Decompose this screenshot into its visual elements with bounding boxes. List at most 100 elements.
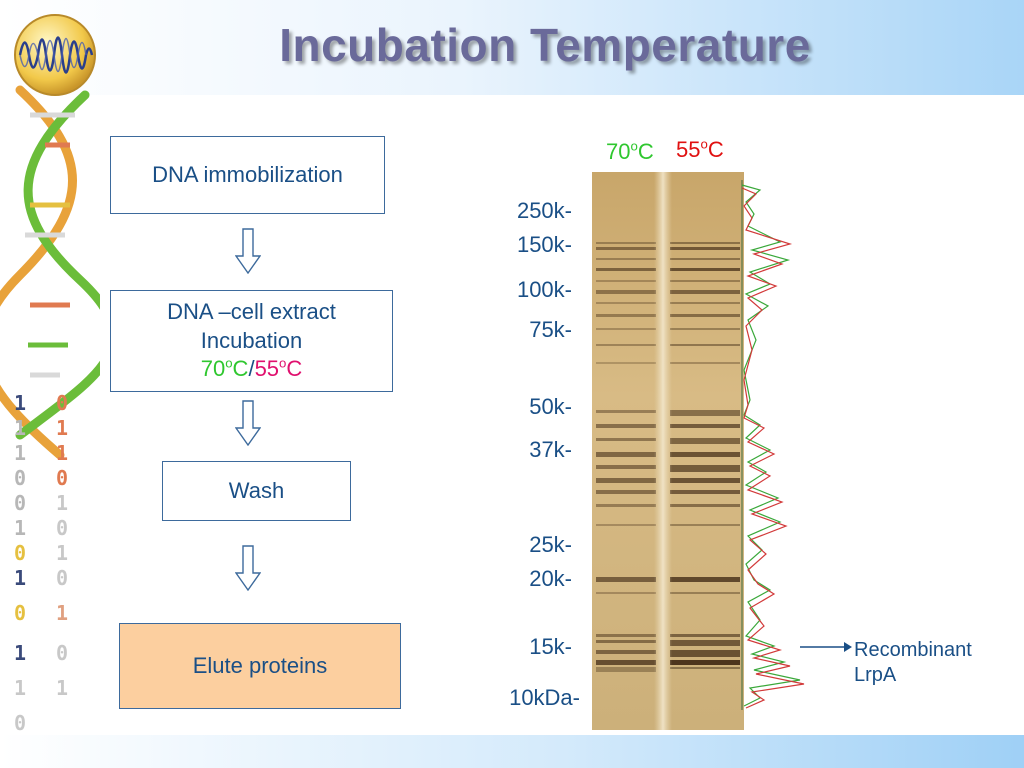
gel-band xyxy=(596,344,656,346)
gel-band xyxy=(596,268,656,271)
gel-band xyxy=(596,640,656,643)
gel-band xyxy=(596,634,656,637)
svg-text:0: 0 xyxy=(56,641,68,665)
marker-250k: 250k- xyxy=(516,198,572,223)
footer-band xyxy=(0,735,1024,768)
marker-15k: 15k- xyxy=(529,634,572,659)
gel-band xyxy=(596,258,656,260)
gel-band xyxy=(670,280,740,282)
step-incubation-temps: 70oC/55oC xyxy=(201,355,303,384)
dna-helix-binary-icon: 1 0 1 1 1 1 0 0 0 1 1 0 0 1 1 0 0 1 1 0 … xyxy=(0,85,100,735)
gel-band xyxy=(596,280,656,282)
svg-text:1: 1 xyxy=(14,441,26,465)
gel-band xyxy=(596,314,656,317)
lane-label-70: 70oC xyxy=(606,138,654,164)
svg-text:1: 1 xyxy=(14,516,26,540)
gel-band xyxy=(670,242,740,244)
callout-recombinant-lrpa: Recombinant LrpA xyxy=(854,638,972,688)
svg-text:1: 1 xyxy=(56,601,68,625)
gel-band xyxy=(670,640,740,646)
svg-text:1: 1 xyxy=(56,676,68,700)
densitometry-trace xyxy=(741,180,805,710)
gel-band xyxy=(670,268,740,271)
gel-band xyxy=(670,592,740,594)
temp-55: 55oC xyxy=(254,355,303,382)
gel-band xyxy=(670,438,740,444)
gel-band xyxy=(596,660,656,665)
gel-band xyxy=(596,465,656,469)
temp-separator: / xyxy=(248,356,255,382)
step-dna-immobilization: DNA immobilization xyxy=(110,136,385,214)
gel-band xyxy=(596,452,656,457)
temp-70: 70oC xyxy=(200,355,249,382)
svg-text:0: 0 xyxy=(56,466,68,490)
header-band xyxy=(0,0,1024,95)
gel-band xyxy=(670,314,740,317)
gel-band xyxy=(596,362,656,364)
svg-text:1: 1 xyxy=(14,391,26,415)
step-wash-label: Wash xyxy=(228,477,285,503)
svg-text:1: 1 xyxy=(56,416,68,440)
gel-band xyxy=(670,667,740,669)
step-elute-proteins-label: Elute proteins xyxy=(192,652,328,678)
gel-band xyxy=(596,490,656,494)
gel-band xyxy=(670,504,740,507)
svg-text:0: 0 xyxy=(14,466,26,490)
gel-band xyxy=(596,290,656,294)
svg-text:0: 0 xyxy=(56,516,68,540)
gel-band xyxy=(596,424,656,428)
page-title: Incubation Temperature xyxy=(279,19,811,71)
svg-text:0: 0 xyxy=(56,391,68,415)
gel-band xyxy=(596,524,656,526)
gel-band xyxy=(670,328,740,330)
marker-25k: 25k- xyxy=(529,532,572,557)
svg-text:0: 0 xyxy=(14,541,26,565)
sds-page-gel-image xyxy=(592,172,744,730)
gel-band xyxy=(670,344,740,346)
down-arrow-icon xyxy=(235,400,261,446)
trace-55c xyxy=(741,187,805,709)
svg-text:1: 1 xyxy=(14,566,26,590)
callout-line2: LrpA xyxy=(854,664,897,686)
svg-text:0: 0 xyxy=(14,601,26,625)
gel-band xyxy=(596,650,656,654)
gel-band xyxy=(670,660,740,665)
gel-band xyxy=(596,592,656,594)
gel-band xyxy=(670,650,740,657)
gel-band xyxy=(596,247,656,250)
step-incubation-line2: Incubation xyxy=(200,327,303,353)
gel-band xyxy=(596,504,656,507)
svg-text:1: 1 xyxy=(56,441,68,465)
step-incubation: DNA –cell extract Incubation 70oC/55oC xyxy=(110,290,393,392)
marker-150k: 150k- xyxy=(516,232,572,257)
marker-50k: 50k- xyxy=(529,394,572,419)
marker-20k: 20k- xyxy=(529,566,572,591)
gel-band xyxy=(670,424,740,428)
gel-band xyxy=(596,242,656,244)
svg-text:0: 0 xyxy=(56,566,68,590)
down-arrow-icon xyxy=(235,545,261,591)
gel-band xyxy=(670,452,740,457)
svg-text:0: 0 xyxy=(14,491,26,515)
svg-text:0: 0 xyxy=(14,711,26,735)
gel-band xyxy=(670,490,740,494)
svg-text:1: 1 xyxy=(56,541,68,565)
svg-text:1: 1 xyxy=(14,676,26,700)
svg-text:1: 1 xyxy=(56,491,68,515)
marker-75k: 75k- xyxy=(529,317,572,342)
gel-band xyxy=(670,577,740,582)
gel-band xyxy=(596,577,656,582)
gel-band xyxy=(670,478,740,483)
callout-line1: Recombinant xyxy=(854,639,972,661)
gel-band xyxy=(596,328,656,330)
gel-band xyxy=(670,410,740,416)
step-wash: Wash xyxy=(162,461,351,521)
marker-37k: 37k- xyxy=(529,437,572,462)
lane-label-55: 55oC xyxy=(676,136,724,162)
svg-text:1: 1 xyxy=(14,416,26,440)
gel-band xyxy=(596,410,656,413)
step-incubation-line1: DNA –cell extract xyxy=(167,299,336,325)
waveform-logo-icon xyxy=(14,14,96,96)
down-arrow-icon xyxy=(235,228,261,274)
marker-10kda: 10kDa- xyxy=(509,685,580,710)
